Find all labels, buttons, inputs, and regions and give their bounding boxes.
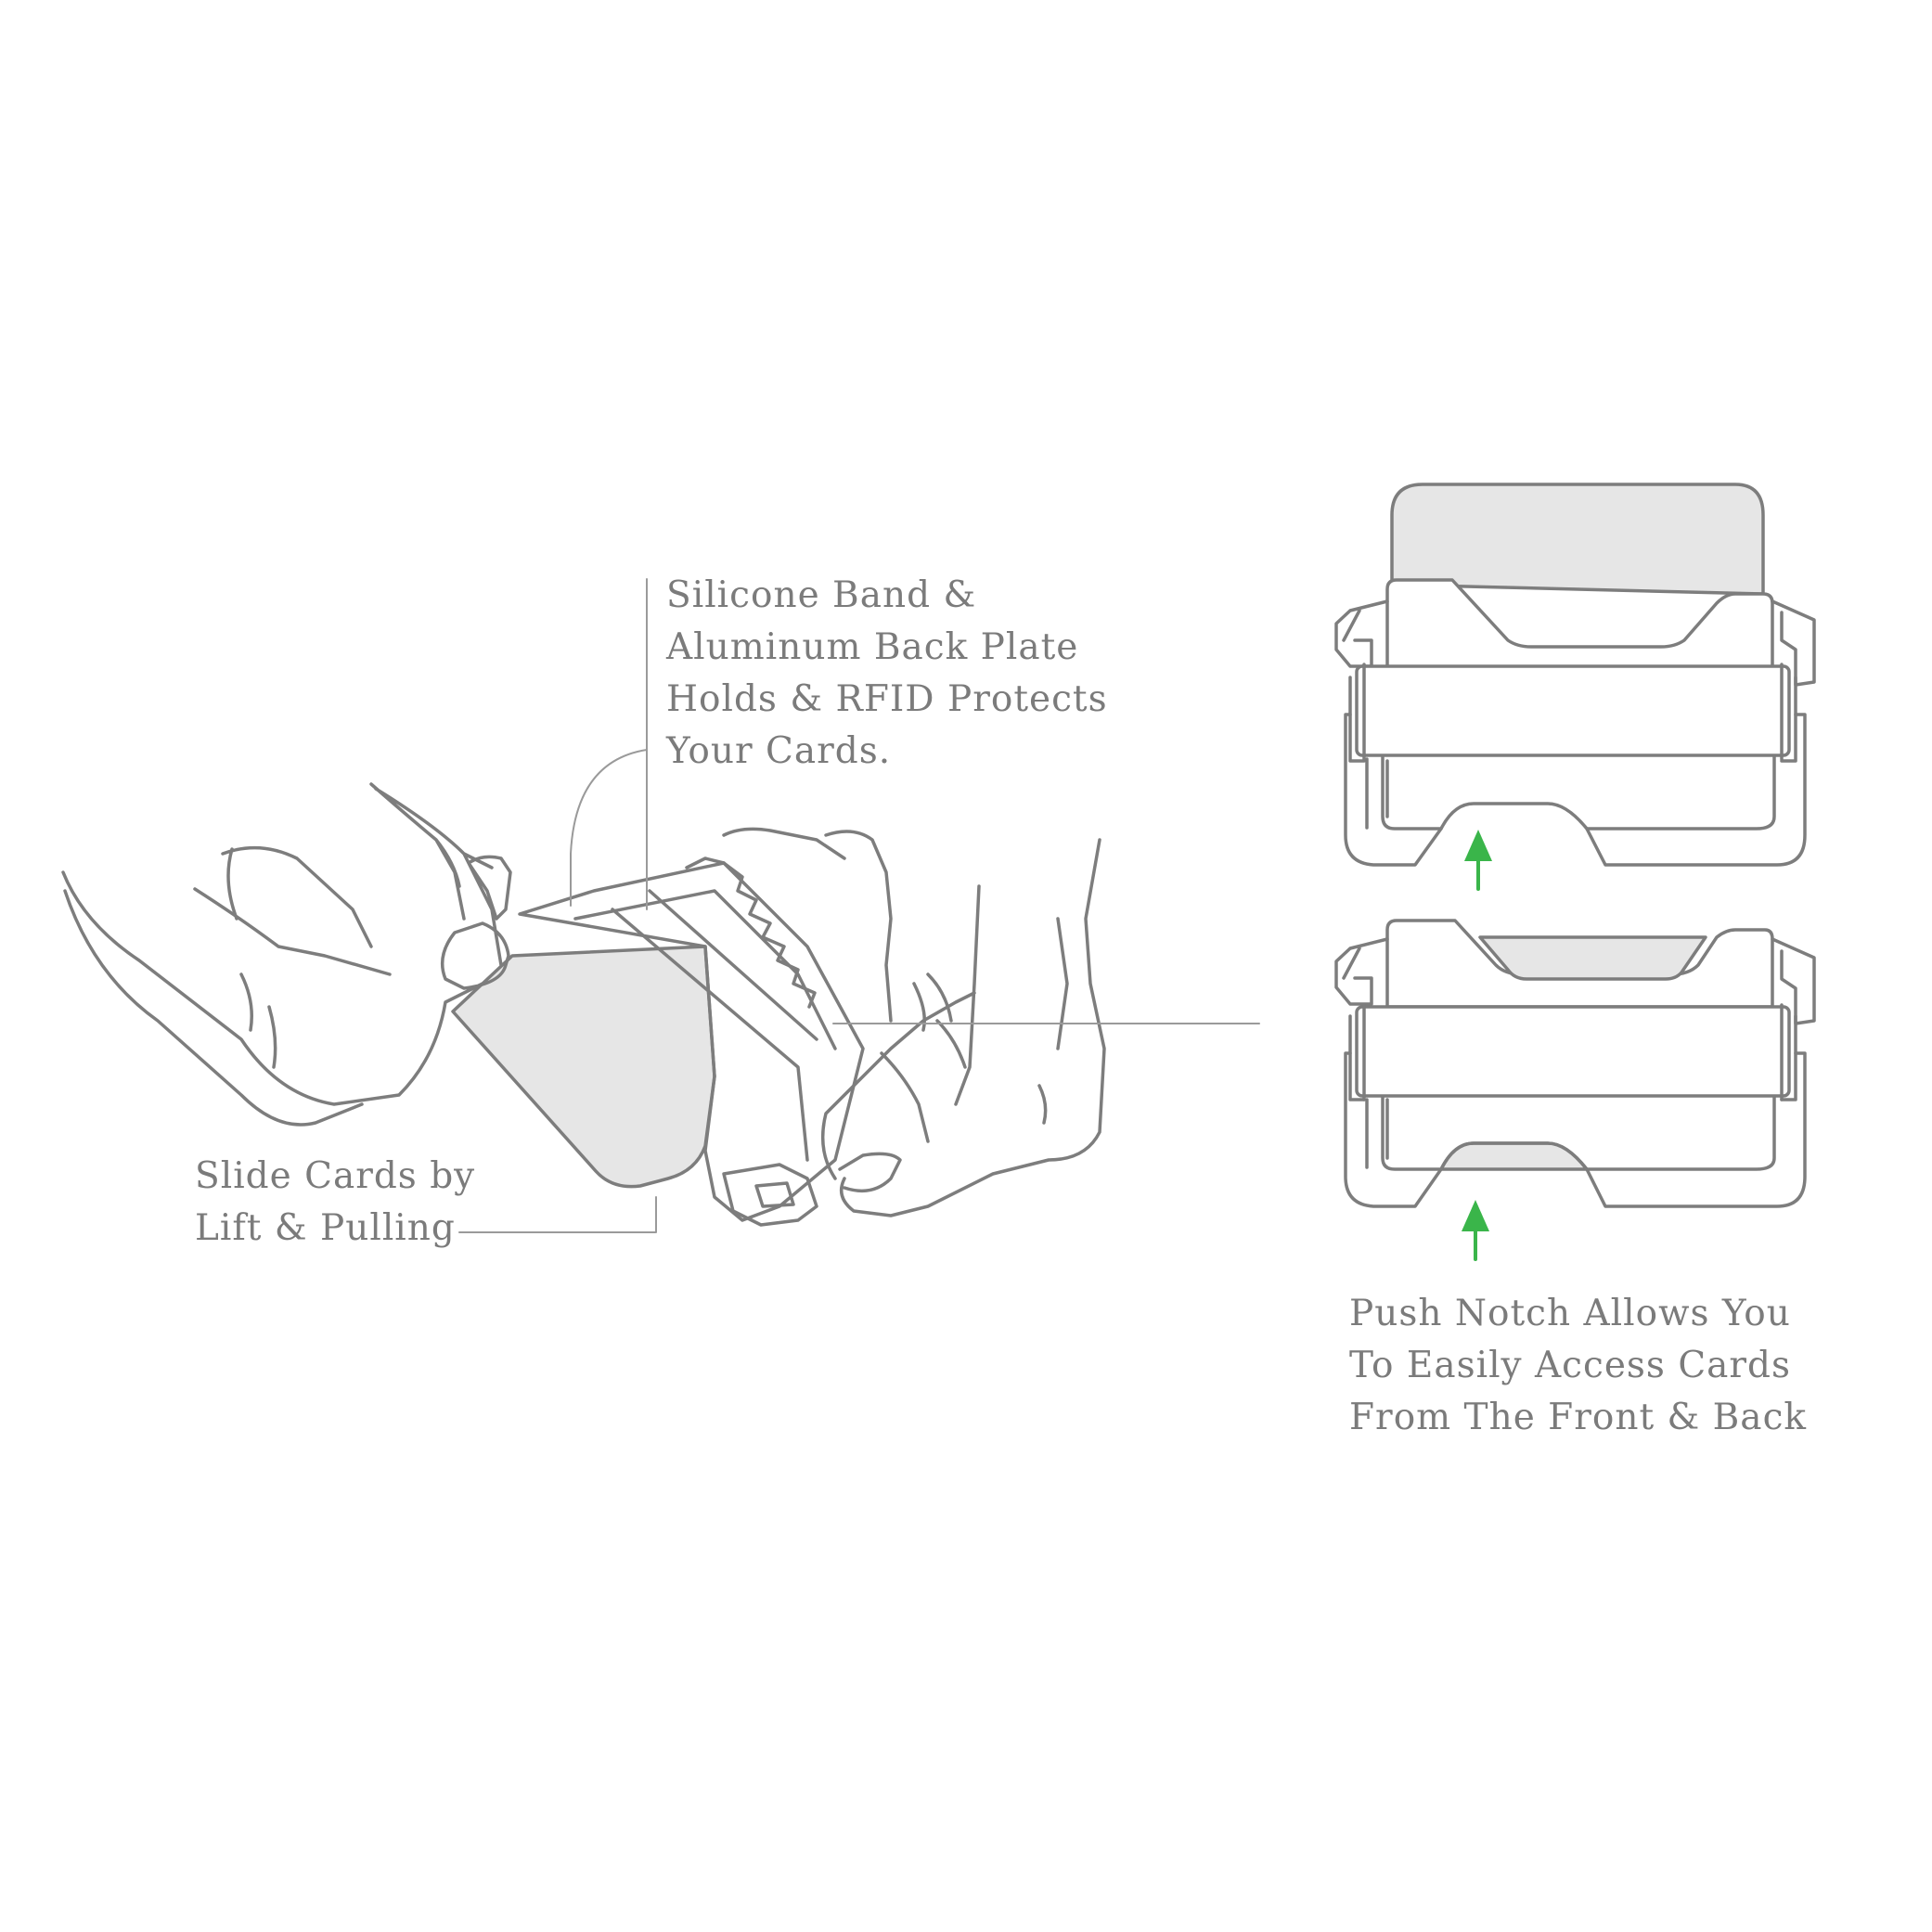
callout-line: Holds & RFID Protects — [666, 678, 1108, 720]
hands-holding-wallet-illustration — [61, 782, 1106, 1227]
slide-callout-leader — [458, 1196, 657, 1233]
wallet-front-view — [1334, 483, 1816, 867]
pulled-card — [451, 945, 716, 1189]
slide-cards-callout: Slide Cards by Lift & Pulling — [195, 1151, 475, 1255]
callout-line: From The Front & Back — [1349, 1397, 1808, 1438]
wallet-bottom-clip — [722, 1163, 818, 1227]
left-hand — [61, 782, 512, 1127]
silicone-band — [722, 861, 817, 1009]
silicone-band-callout: Silicone Band & Aluminum Back Plate Hold… — [666, 570, 1108, 778]
callout-line: To Easily Access Cards — [1349, 1345, 1792, 1386]
callout-line: Push Notch Allows You — [1349, 1293, 1791, 1334]
right-hand — [722, 827, 1106, 1217]
callout-line: Your Cards. — [666, 730, 892, 772]
front-card — [1390, 483, 1765, 596]
band-callout-leader — [570, 578, 648, 910]
callout-line: Aluminum Back Plate — [666, 626, 1079, 668]
wallet-back-view — [1334, 919, 1816, 1208]
callout-line: Silicone Band & — [666, 574, 977, 616]
up-arrow-icon — [1462, 1200, 1489, 1261]
callout-line: Lift & Pulling — [195, 1207, 456, 1249]
callout-line: Slide Cards by — [195, 1155, 476, 1197]
back-card-peek — [1478, 935, 1707, 981]
up-arrow-icon — [1464, 830, 1492, 891]
push-notch-callout: Push Notch Allows You To Easily Access C… — [1349, 1288, 1807, 1444]
